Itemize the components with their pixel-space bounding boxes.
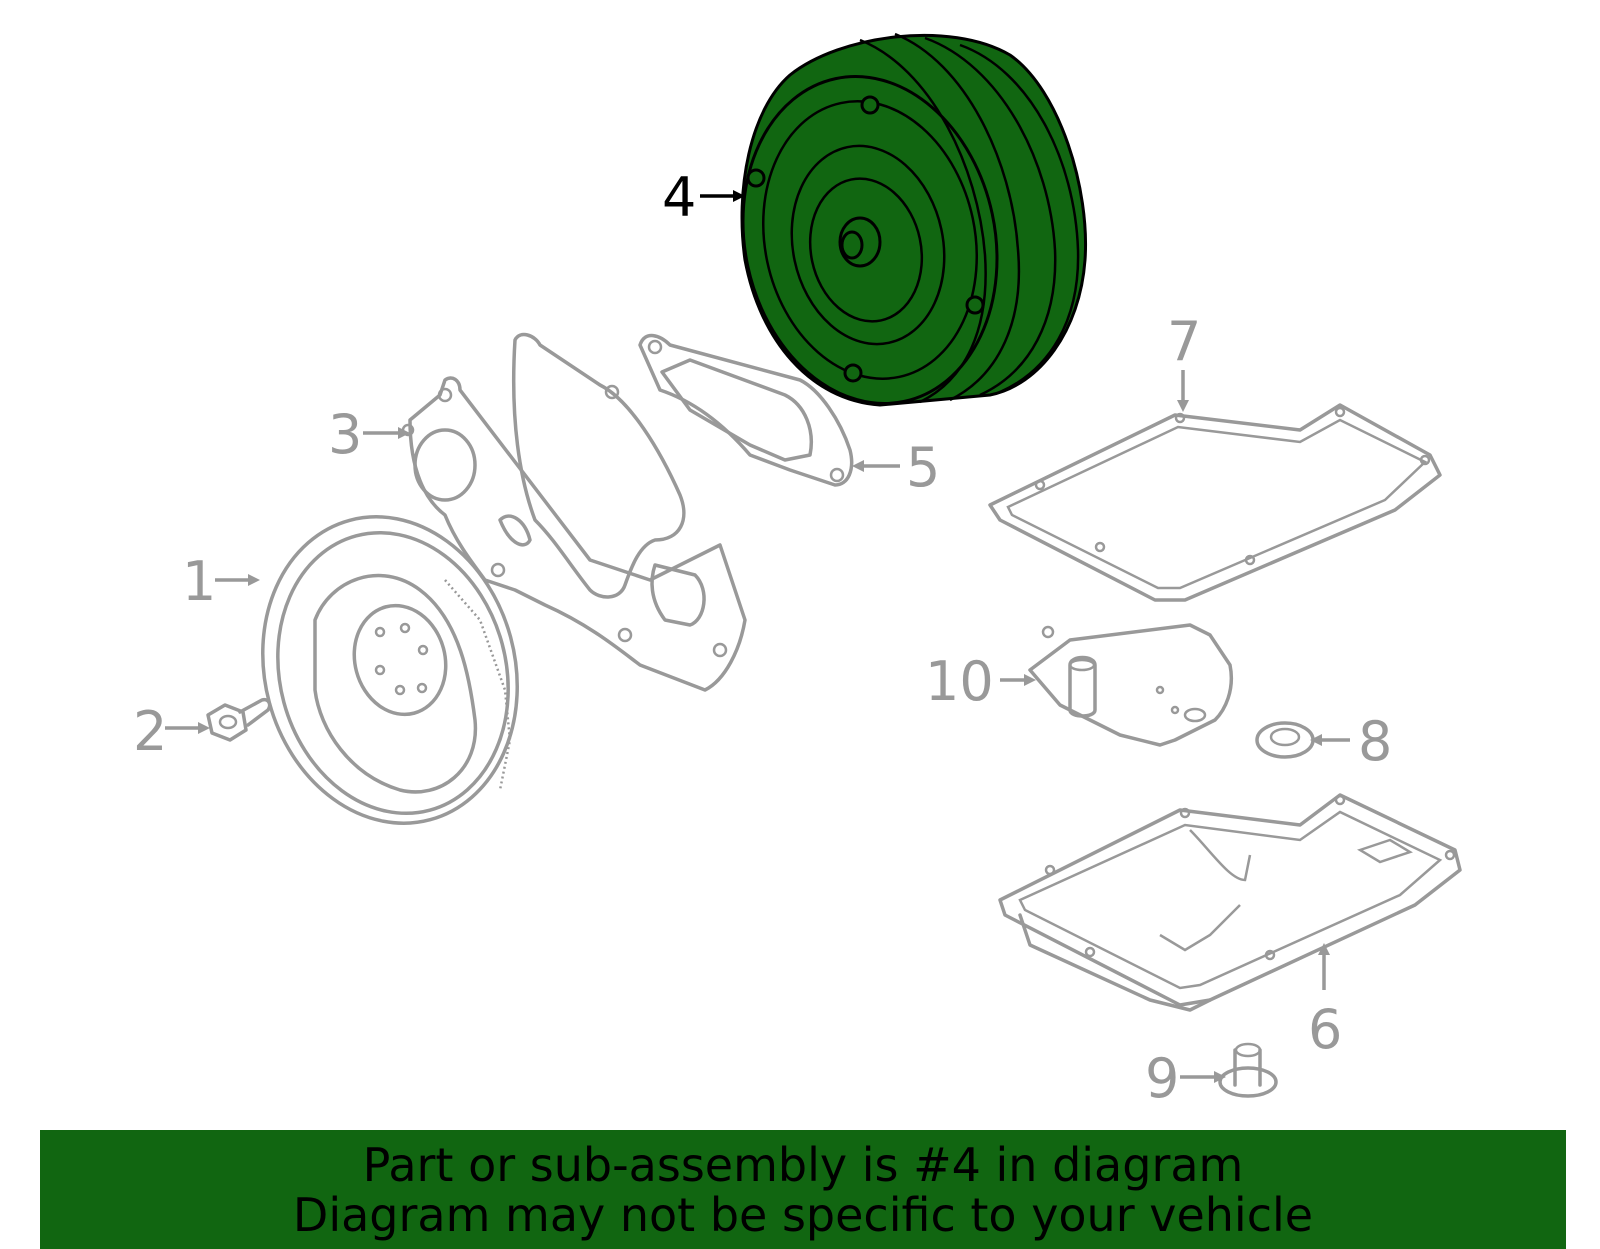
callout-7: 7	[1167, 310, 1201, 373]
arrow-head-8	[1310, 734, 1322, 746]
seal-part-8[interactable]	[1255, 721, 1315, 759]
arrow-head-10	[1024, 674, 1036, 686]
callout-5: 5	[906, 436, 940, 499]
callout-arrows	[165, 190, 1350, 1083]
spacer-plate-part-3[interactable]	[401, 376, 747, 692]
drain-plug-part-9[interactable]	[1218, 1042, 1278, 1098]
arrow-head-3	[398, 427, 410, 439]
flexplate-part-1[interactable]	[229, 488, 551, 852]
arrow-head-2	[198, 722, 210, 734]
callout-10: 10	[925, 650, 994, 713]
bolt-part-2[interactable]	[206, 697, 272, 742]
callout-2: 2	[133, 700, 167, 763]
arrow-head-1	[248, 574, 260, 586]
filter-part-10[interactable]	[1028, 623, 1233, 747]
torque-converter-part-4[interactable]	[713, 32, 1088, 427]
arrow-head-5	[852, 460, 864, 472]
banner-line-disclaimer: Diagram may not be specific to your vehi…	[292, 1188, 1314, 1242]
dust-cover-part[interactable]	[511, 332, 686, 599]
callout-6: 6	[1308, 998, 1342, 1061]
callout-labels: 1 2 3 4 5 6 7 8 9 10	[133, 166, 1392, 1110]
callout-4: 4	[662, 166, 696, 229]
arrow-head-6	[1318, 943, 1330, 955]
pan-gasket-part-7[interactable]	[988, 403, 1442, 602]
callout-1: 1	[182, 550, 216, 613]
gasket-part-5[interactable]	[638, 333, 854, 487]
arrow-head-4	[733, 190, 745, 202]
oil-pan-part-6[interactable]	[998, 793, 1462, 1012]
arrow-head-9	[1214, 1071, 1226, 1083]
callout-8: 8	[1358, 710, 1392, 773]
arrow-head-7	[1177, 400, 1189, 412]
callout-9: 9	[1145, 1047, 1179, 1110]
banner-line-part: Part or sub-assembly is #4 in diagram	[362, 1138, 1244, 1192]
callout-3: 3	[328, 403, 362, 466]
info-banner: Part or sub-assembly is #4 in diagram Di…	[40, 1130, 1566, 1249]
